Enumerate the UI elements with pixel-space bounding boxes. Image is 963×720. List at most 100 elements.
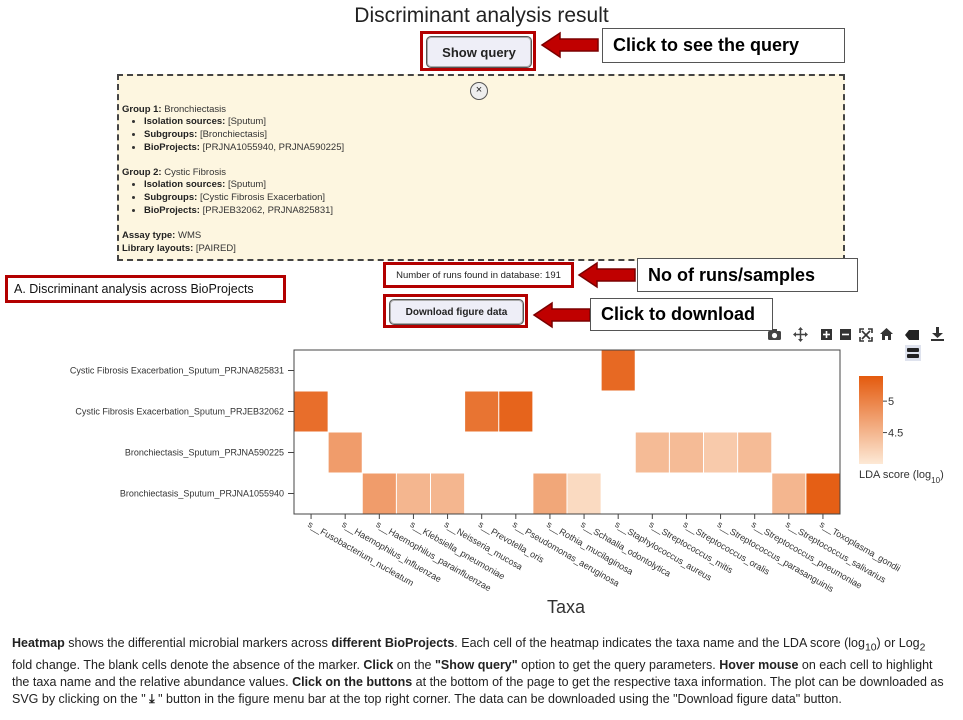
assay-type-key: Assay type:: [122, 230, 176, 241]
group2-heading: Group 2:: [122, 167, 162, 178]
group2-bioprojects-value: [PRJEB32062, PRJNA825831]: [202, 205, 334, 216]
group1-subgroups: Subgroups: [Bronchiectasis]: [144, 128, 344, 141]
download-figure-data-button[interactable]: Download figure data: [389, 299, 524, 325]
colorbar-tick-label: 4.5: [888, 428, 903, 440]
close-icon[interactable]: ×: [470, 82, 488, 100]
library-layouts-value: [PAIRED]: [195, 243, 236, 254]
y-tick-label: Cystic Fibrosis Exacerbation_Sputum_PRJN…: [70, 366, 284, 376]
runs-count-label: Number of runs found in database:: [396, 269, 543, 281]
footer-t8: fold change. The blank cells denote the …: [12, 657, 364, 672]
heatmap-cell[interactable]: [772, 473, 806, 514]
group1-bioprojects-key: BioProjects:: [144, 142, 200, 153]
runs-count-value: 191: [545, 269, 561, 281]
footer-t10: on the: [393, 657, 435, 672]
footer-t4: . Each cell of the heatmap indicates the…: [454, 636, 865, 650]
group2-sources: Isolation sources: [Sputum]: [144, 178, 333, 191]
heatmap-cell[interactable]: [328, 432, 362, 473]
colorbar-tick-label: 5: [888, 396, 894, 408]
download-highlight: [383, 294, 528, 328]
callout-query: Click to see the query: [602, 28, 845, 63]
query-group2: Group 2: Cystic Fibrosis Isolation sourc…: [122, 167, 333, 217]
group2-sources-key: Isolation sources:: [144, 179, 226, 190]
group2-bioprojects: BioProjects: [PRJEB32062, PRJNA825831]: [144, 204, 333, 217]
heatmap-cell[interactable]: [806, 473, 840, 514]
download-icon[interactable]: [931, 327, 944, 341]
group2-bioprojects-key: BioProjects:: [144, 205, 200, 216]
heatmap-cell[interactable]: [738, 432, 772, 473]
group2-subgroups-value: [Cystic Fibrosis Exacerbation]: [199, 192, 326, 203]
compare-hover-icon[interactable]: [905, 345, 921, 361]
autoscale-icon[interactable]: [859, 328, 873, 342]
footer-t7: 2: [919, 642, 926, 654]
footer-t18: " button in the figure menu bar at the t…: [154, 691, 842, 706]
footer-t3: different BioProjects: [331, 636, 455, 650]
heatmap-cell[interactable]: [396, 473, 430, 514]
heatmap-cell[interactable]: [704, 432, 738, 473]
heatmap-cell[interactable]: [362, 473, 396, 514]
colorbar-label-end: ): [940, 469, 944, 481]
footer-t11: "Show query": [434, 657, 518, 672]
footer-t12: option to get the query parameters.: [517, 657, 720, 672]
footer-t14: on each cell to highlight the taxa name …: [12, 657, 933, 689]
y-tick-label: Bronchiectasis_Sputum_PRJNA1055940: [120, 489, 284, 499]
colorbar-label-main: LDA score (log: [859, 469, 931, 481]
group1-bioprojects: BioProjects: [PRJNA1055940, PRJNA590225]: [144, 141, 344, 154]
footer-t1: Heatmap: [12, 636, 65, 650]
footer-t2: shows the differential microbial markers…: [64, 636, 332, 650]
colorbar-label-sub: 10: [931, 476, 940, 485]
heatmap-cell[interactable]: [635, 432, 669, 473]
heatmap-cell[interactable]: [465, 391, 499, 432]
show-query-button[interactable]: Show query: [426, 36, 532, 68]
colorbar-label: LDA score (log10): [859, 469, 944, 485]
heatmap-cell[interactable]: [669, 432, 703, 473]
x-axis-title: Taxa: [547, 597, 586, 617]
heatmap-cell[interactable]: [431, 473, 465, 514]
section-title: A. Discriminant analysis across BioProje…: [5, 275, 286, 303]
arrow-download-icon: [532, 301, 591, 329]
assay-type: Assay type: WMS: [122, 230, 201, 241]
plot-toolbar: [765, 326, 955, 362]
assay-type-value: WMS: [177, 230, 202, 241]
camera-icon[interactable]: [768, 329, 781, 340]
move-icon[interactable]: [793, 327, 808, 342]
heatmap-cell[interactable]: [499, 391, 533, 432]
footer-t16: at the bottom of the page to get the res…: [12, 674, 944, 706]
group1-heading: Group 1:: [122, 104, 162, 115]
colorbar-ticks: 54.5: [883, 396, 903, 440]
group1-sources-value: [Sputum]: [227, 116, 266, 127]
footer-description: Heatmap shows the differential microbial…: [12, 635, 947, 708]
home-icon[interactable]: [880, 328, 893, 340]
query-panel: Group 1: Bronchiectasis Isolation source…: [117, 74, 845, 261]
callout-download: Click to download: [590, 298, 773, 331]
zoom-out-icon[interactable]: [840, 329, 851, 340]
group2-name: Cystic Fibrosis: [164, 167, 226, 178]
y-axis-labels: Cystic Fibrosis Exacerbation_Sputum_PRJN…: [70, 366, 294, 499]
heatmap-cell[interactable]: [294, 391, 328, 432]
group1-sources: Isolation sources: [Sputum]: [144, 115, 344, 128]
footer-t6: ) or Log: [876, 636, 920, 650]
callout-runs: No of runs/samples: [637, 258, 858, 292]
group1-sources-key: Isolation sources:: [144, 116, 226, 127]
query-group1: Group 1: Bronchiectasis Isolation source…: [122, 104, 344, 154]
footer-t9: Click: [363, 657, 394, 672]
footer-download-glyph: ⤓: [149, 691, 155, 706]
show-query-highlight: [420, 31, 536, 71]
x-axis-labels: s__Fusobacterium_nucleatums__Haemophilus…: [306, 514, 902, 594]
group1-subgroups-value: [Bronchiectasis]: [199, 129, 268, 140]
library-layouts-key: Library layouts:: [122, 243, 194, 254]
footer-t13: Hover mouse: [719, 657, 799, 672]
heatmap-chart: Cystic Fibrosis Exacerbation_Sputum_PRJN…: [70, 349, 944, 617]
heatmap-cell[interactable]: [567, 473, 601, 514]
heatmap-cell[interactable]: [533, 473, 567, 514]
y-tick-label: Cystic Fibrosis Exacerbation_Sputum_PRJE…: [75, 407, 284, 417]
colorbar: [859, 376, 883, 464]
group1-name: Bronchiectasis: [164, 104, 227, 115]
zoom-in-icon[interactable]: [821, 329, 832, 340]
arrow-query-icon: [540, 31, 599, 59]
heatmap-cell[interactable]: [601, 350, 635, 391]
footer-t15: Click on the buttons: [292, 674, 413, 689]
page-title: Discriminant analysis result: [354, 4, 609, 27]
hover-closest-icon[interactable]: [905, 330, 919, 340]
group2-subgroups: Subgroups: [Cystic Fibrosis Exacerbation…: [144, 191, 333, 204]
library-layouts: Library layouts: [PAIRED]: [122, 243, 236, 254]
